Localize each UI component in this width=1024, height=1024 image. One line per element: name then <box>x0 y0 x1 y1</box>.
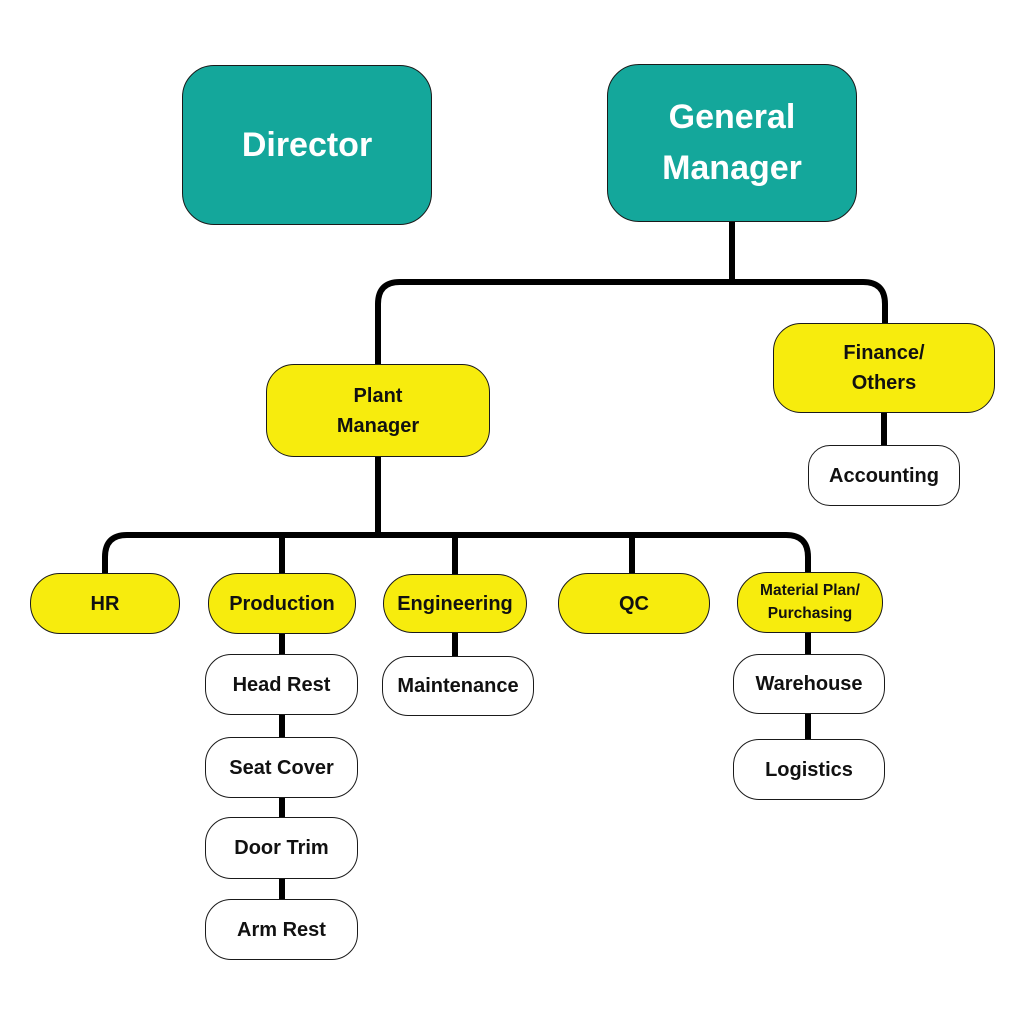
node-head-rest: Head Rest <box>205 654 358 715</box>
node-accounting-label: Accounting <box>829 464 939 487</box>
node-warehouse-label: Warehouse <box>755 673 863 695</box>
node-qc: QC <box>558 573 710 634</box>
node-seat-cover-label: Seat Cover <box>229 756 334 779</box>
node-material-plan-purchasing: Material Plan/ Purchasing <box>737 572 883 633</box>
node-general-manager-label: General Manager <box>662 98 802 187</box>
node-engineering-label: Engineering <box>397 592 513 615</box>
node-production: Production <box>208 573 356 634</box>
node-hr-label: HR <box>90 592 120 615</box>
node-door-trim-label: Door Trim <box>234 837 329 859</box>
node-material-plan-purchasing-label: Material Plan/ Purchasing <box>760 582 860 622</box>
node-production-label: Production <box>229 592 335 615</box>
node-door-trim: Door Trim <box>205 817 358 879</box>
node-arm-rest-label: Arm Rest <box>237 918 326 941</box>
node-finance-others: Finance/ Others <box>773 323 995 413</box>
node-warehouse: Warehouse <box>733 654 885 714</box>
node-general-manager: General Manager <box>607 64 857 222</box>
node-maintenance: Maintenance <box>382 656 534 716</box>
node-accounting: Accounting <box>808 445 960 506</box>
node-engineering: Engineering <box>383 574 527 633</box>
node-plant-manager: Plant Manager <box>266 364 490 457</box>
node-director-label: Director <box>241 125 373 164</box>
node-seat-cover: Seat Cover <box>205 737 358 798</box>
node-qc-label: QC <box>619 592 649 615</box>
node-finance-others-label: Finance/ Others <box>843 342 925 394</box>
node-plant-manager-label: Plant Manager <box>336 384 420 437</box>
node-maintenance-label: Maintenance <box>397 675 519 697</box>
node-logistics-label: Logistics <box>765 758 853 781</box>
node-hr: HR <box>30 573 180 634</box>
node-head-rest-label: Head Rest <box>232 673 331 696</box>
node-logistics: Logistics <box>733 739 885 800</box>
node-arm-rest: Arm Rest <box>205 899 358 960</box>
connector-bus-top <box>375 279 888 366</box>
node-director: Director <box>182 65 432 225</box>
